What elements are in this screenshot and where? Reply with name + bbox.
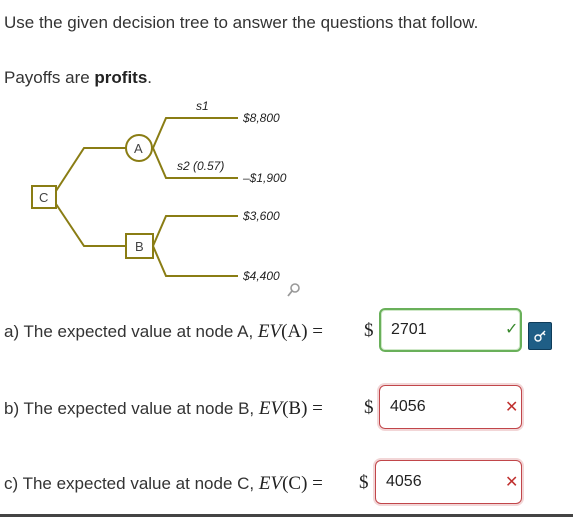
incorrect-x-icon: ✕: [505, 399, 519, 416]
question-b-text: b) The expected value at node B,: [4, 399, 259, 418]
branch-c-to-a: [55, 147, 126, 192]
branch-c-to-b: [55, 203, 126, 247]
node-b-label: B: [135, 239, 144, 254]
question-c-equals: =: [307, 473, 328, 494]
question-c-arg: (C): [282, 473, 308, 494]
branch-a-s1: [152, 117, 238, 149]
branch-a-s2: [152, 147, 238, 179]
zoom-icon[interactable]: [286, 282, 302, 298]
node-c-label: C: [39, 190, 48, 205]
question-a-text: a) The expected value at node A,: [4, 322, 258, 341]
question-b-arg: (B): [282, 398, 308, 419]
payoffs-prefix: Payoffs are: [4, 68, 95, 87]
question-b-equals: =: [307, 398, 328, 419]
question-a-ev: EV: [257, 321, 282, 342]
branch-b-lower: [152, 245, 238, 277]
answer-b-value: 4056: [390, 398, 426, 415]
outcome-1: $8,800: [242, 111, 280, 125]
key-icon[interactable]: [528, 322, 552, 350]
question-c-text: c) The expected value at node C,: [4, 474, 259, 493]
answer-b-input[interactable]: 4056: [379, 385, 522, 429]
question-b: b) The expected value at node B, EV(B) =: [4, 398, 328, 420]
outcome-3: $3,600: [242, 209, 280, 223]
answer-c-value: 4056: [386, 473, 422, 490]
question-a-equals: =: [307, 321, 328, 342]
instruction-text: Use the given decision tree to answer th…: [4, 13, 479, 32]
question-a-dollar: $: [364, 320, 374, 341]
branch-label-s2: s2 (0.57): [177, 159, 224, 173]
chance-node-a: [125, 134, 153, 162]
outcome-4: $4,400: [242, 269, 280, 283]
branch-b-upper: [152, 215, 238, 247]
decision-tree-diagram: C A B s1 s2 (0.57) $8,800 –$1,900 $3,600…: [31, 99, 287, 283]
question-c-ev: EV: [258, 473, 283, 494]
branch-label-s1: s1: [196, 99, 209, 113]
correct-check-icon: ✓: [505, 321, 519, 338]
payoffs-suffix: .: [147, 68, 153, 87]
incorrect-x-icon: ✕: [505, 474, 519, 491]
question-c: c) The expected value at node C, EV(C) =: [4, 473, 328, 495]
bottom-divider: [0, 514, 573, 517]
payoffs-note: Payoffs are profits.: [4, 68, 152, 88]
node-a-label: A: [134, 141, 143, 156]
payoffs-bold: profits: [94, 68, 148, 87]
answer-c-input[interactable]: 4056: [375, 460, 522, 504]
answer-a-input[interactable]: 2701: [379, 308, 522, 352]
outcome-2: –$1,900: [242, 171, 287, 185]
question-c-dollar: $: [359, 472, 369, 493]
question-a-arg: (A): [281, 321, 308, 342]
question-b-ev: EV: [258, 398, 283, 419]
question-b-dollar: $: [364, 397, 374, 418]
decision-node-c: [31, 185, 57, 209]
decision-node-b: [125, 233, 154, 259]
question-a: a) The expected value at node A, EV(A) =: [4, 321, 328, 343]
answer-a-value: 2701: [391, 321, 427, 338]
